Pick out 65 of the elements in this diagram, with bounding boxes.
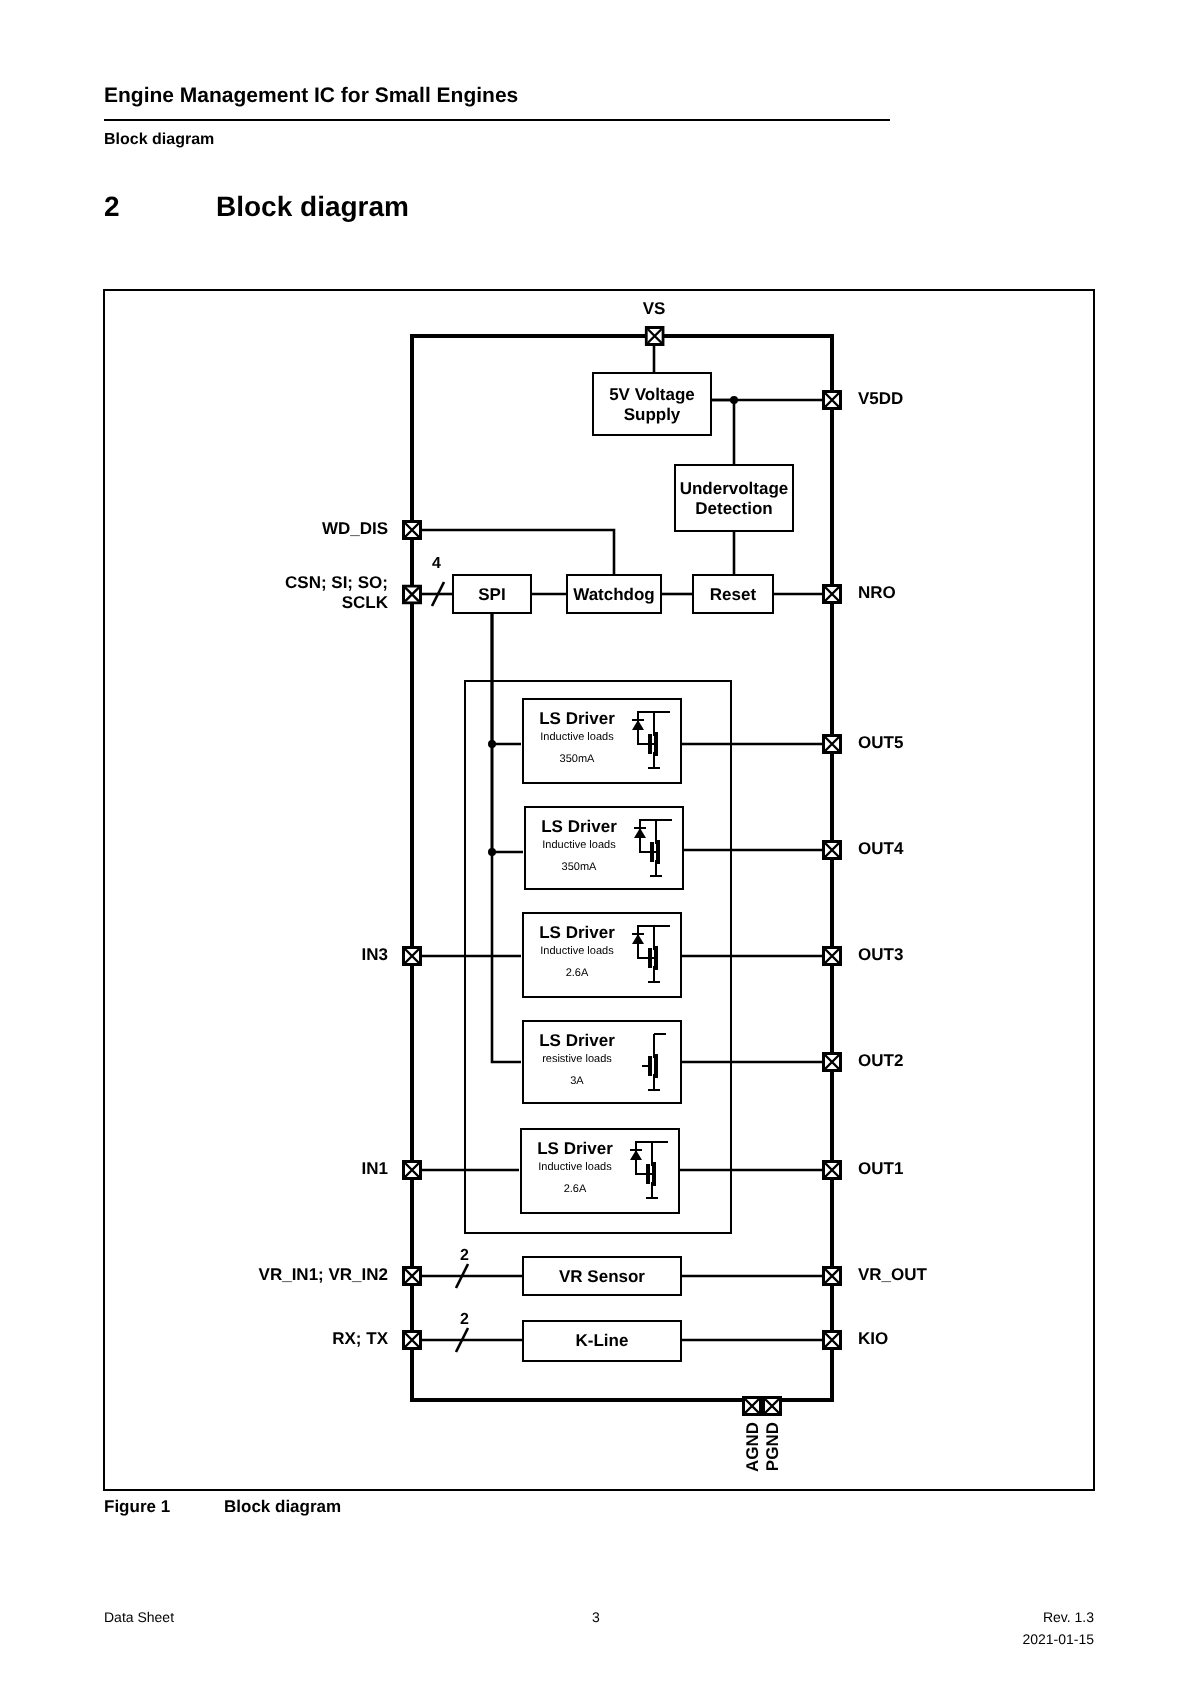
- function-block: Reset: [692, 574, 774, 614]
- pin-label: VR_IN1; VR_IN2: [258, 1266, 388, 1286]
- running-header: Block diagram: [104, 130, 215, 150]
- driver-title: LS Driver: [537, 1137, 613, 1159]
- figure-number: Figure 1: [104, 1496, 171, 1517]
- pin-label: CSN; SI; SO; SCLK: [284, 574, 388, 614]
- function-block: K-Line: [522, 1320, 682, 1362]
- bus-line: [422, 1327, 522, 1353]
- connection-line: [681, 742, 822, 746]
- pin-label: VS: [642, 300, 666, 320]
- connection-line: [712, 398, 736, 464]
- pin-label: IN1: [361, 1160, 388, 1180]
- driver-title: LS Driver: [541, 815, 617, 837]
- connection-line: [732, 532, 736, 574]
- function-block: SPI: [452, 574, 532, 614]
- pin-label: OUT5: [858, 734, 904, 754]
- pin-label: VR_OUT: [858, 1266, 927, 1286]
- pin-label: V5DD: [858, 390, 904, 410]
- driver-title: LS Driver: [539, 707, 615, 729]
- pin-label: KIO: [858, 1330, 889, 1350]
- connection-line: [683, 848, 822, 852]
- connection-line: [682, 1274, 822, 1278]
- pin-label: WD_DIS: [321, 520, 388, 540]
- driver-block: [521, 911, 681, 997]
- pin-label: AGND: [743, 1422, 761, 1473]
- edge-label: 2: [460, 1248, 469, 1264]
- driver-title: LS Driver: [539, 921, 615, 943]
- section-number: 2: [104, 190, 120, 224]
- driver-block: [521, 697, 681, 783]
- pin-label: PGND: [763, 1422, 781, 1472]
- driver-block: [521, 1019, 681, 1103]
- function-block: Undervoltage Detection: [674, 464, 794, 532]
- driver-title: LS Driver: [539, 1029, 615, 1051]
- connection-line: [422, 954, 521, 958]
- connection-line: [662, 592, 692, 596]
- connection-line: [422, 1168, 519, 1172]
- connection-line: [774, 592, 822, 596]
- function-block: VR Sensor: [522, 1256, 682, 1296]
- bus-line: [422, 1263, 522, 1289]
- edge-label: 2: [460, 1312, 469, 1328]
- pin-label: IN3: [361, 946, 388, 966]
- driver-block: [519, 1127, 679, 1213]
- connection-line: [532, 592, 566, 596]
- edge-label: 4: [432, 556, 441, 572]
- connection-line: [681, 954, 822, 958]
- connection-line: [682, 1338, 822, 1342]
- figure-caption: Block diagram: [224, 1496, 342, 1517]
- pin-label: OUT2: [858, 1052, 904, 1072]
- driver-block: [523, 805, 683, 889]
- pin-label: OUT3: [858, 946, 904, 966]
- pin-label: OUT4: [858, 840, 904, 860]
- pin-label: RX; TX: [332, 1330, 388, 1350]
- pin-label: OUT1: [858, 1160, 904, 1180]
- pin-label: NRO: [858, 584, 896, 604]
- connection-line: [652, 346, 656, 372]
- connection-line: [681, 1060, 822, 1064]
- bus-line: [422, 581, 452, 607]
- document-subtitle: Engine Management IC for Small Engines: [104, 84, 519, 110]
- function-block: Watchdog: [566, 574, 662, 614]
- connection-line: [422, 528, 616, 574]
- function-block: 5V Voltage Supply: [592, 372, 712, 436]
- connection-line: [679, 1168, 822, 1172]
- section-heading: Block diagram: [216, 190, 409, 224]
- connection-line: [490, 614, 521, 1064]
- driver-group-frame: [464, 680, 732, 1234]
